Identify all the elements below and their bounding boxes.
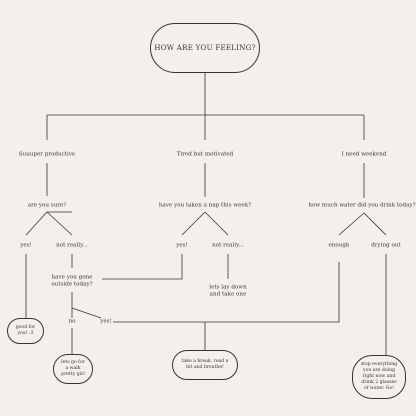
question-water: how much water did you drink today? [308,202,416,209]
outcome-good-for-you-text: good for you! :3 [15,324,36,336]
mood-tired: Tired but motivated [176,151,234,158]
connector-yes2 [102,254,183,280]
outcome-good-for-you: good for you! :3 [7,318,44,344]
answer-no: no [68,318,76,325]
question-nap: have you taken a nap this week? [158,202,252,209]
outcome-walk: lets go for a walk pretty girl [53,354,93,384]
outcome-break-text: take a break, read a bit and breathe! [181,358,229,370]
answer-not-really-1: not really... [56,242,88,249]
question-are-you-sure: are you sure? [27,202,67,209]
outcome-lay-down: lets lay down and take one [209,284,247,297]
answer-enough: enough [328,242,350,249]
question-outside: have you gone outside today? [51,274,93,287]
title-text: HOW ARE YOU FEELING? [154,44,256,52]
connector-nap-split [181,211,229,236]
mood-productive: Suuuper productive [18,151,76,158]
mood-weekend: I need weekend [341,151,387,158]
connector-outside-split [71,292,102,319]
answer-drying-out: drying out [371,242,401,249]
answer-not-really-2: not really... [212,242,244,249]
answer-yes-3: yes! [100,318,112,325]
connector-water-split [338,212,387,236]
outcome-walk-text: lets go for a walk pretty girl [61,359,85,378]
connector-enough [205,262,340,323]
outcome-water-stop: stop everything you are doing right now … [352,355,406,399]
title-node: HOW ARE YOU FEELING? [150,23,260,73]
connector-split [46,114,365,140]
outcome-break: take a break, read a bit and breathe! [172,350,238,380]
connector-sure-split [25,211,73,236]
answer-yes-1: yes! [20,242,32,249]
connector-yes3 [113,321,206,350]
outcome-water-stop-text: stop everything you are doing right now … [360,361,398,392]
answer-yes-2: yes! [176,242,188,249]
